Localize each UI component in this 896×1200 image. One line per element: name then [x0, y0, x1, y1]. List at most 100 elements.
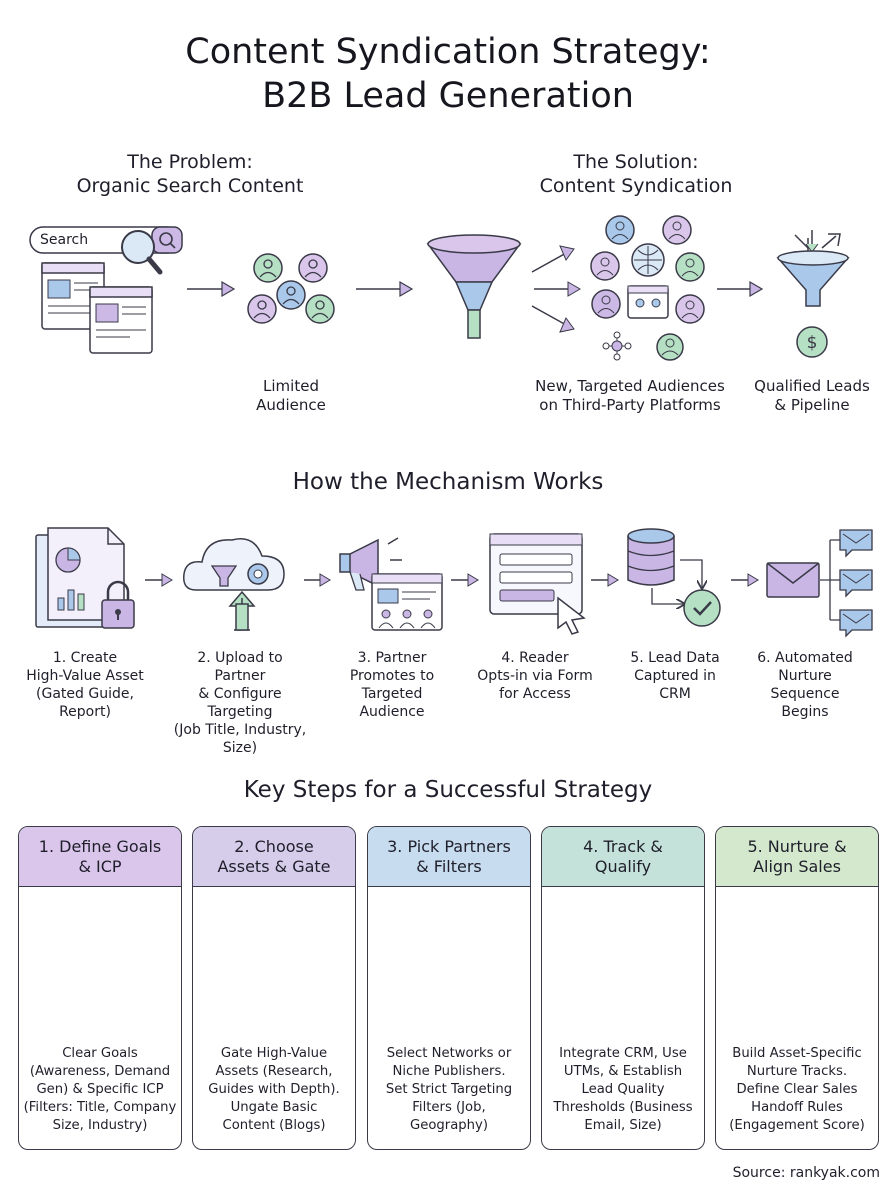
card-description-line: Set Strict Targeting: [385, 1082, 513, 1097]
mechanism-step-line: Sequence: [770, 686, 840, 702]
source-credit: Source: rankyak.com: [732, 1165, 880, 1181]
card-description-line: Gate High-Value: [220, 1046, 328, 1061]
checkmark-icon: [683, 589, 721, 627]
card-description-line: Lead Quality: [581, 1082, 665, 1097]
card-description-line: (Awareness, Demand: [29, 1064, 171, 1079]
mechanism-step-line: (Gated Guide,: [36, 686, 134, 702]
card-description: Select Networks or Niche Publishers. Set S…: [372, 1045, 526, 1135]
mechanism-step-line: 3. Partner: [357, 650, 427, 666]
page-title-line2: B2B Lead Generation: [262, 76, 634, 116]
problem-heading-line2: Organic Search Content: [76, 175, 304, 197]
card-description-line: Handoff Rules: [751, 1100, 843, 1115]
card-description-line: Nurture Tracks.: [746, 1064, 848, 1079]
limited-audience-line2: Audience: [256, 396, 326, 414]
svg-text:$: $: [807, 333, 818, 353]
diverging-arrows-icon: [531, 245, 581, 333]
card-title-line: Align Sales: [753, 857, 841, 876]
arrow-right-icon: [451, 573, 479, 587]
email-nurture-icon: [766, 529, 873, 638]
qualified-leads-line1: Qualified Leads: [754, 377, 870, 395]
mechanism-step-line: CRM: [659, 686, 691, 702]
card-title-line: Qualify: [594, 857, 652, 876]
mechanism-step-line: Opts-in via Form: [477, 668, 593, 684]
arrow-right-icon: [356, 280, 414, 298]
limited-audience-label: Limited Audience: [221, 377, 361, 415]
card-description-line: Thresholds (Business: [553, 1100, 693, 1115]
card-title-line: & ICP: [78, 857, 122, 876]
database-crm-icon: [627, 528, 702, 604]
problem-heading-line1: The Problem:: [127, 151, 253, 173]
mechanism-step-line: 1. Create: [52, 650, 118, 666]
cloud-upload-icon: [183, 538, 285, 631]
card-description-line: Filters (Job,: [412, 1100, 486, 1115]
qualified-leads-line2: & Pipeline: [774, 396, 850, 414]
card-description-line: (Engagement Score): [729, 1118, 865, 1133]
strategy-card-1: 1. Define Goals& ICP Clear Goals (Awarenes…: [18, 826, 182, 1150]
mechanism-step-line: Size): [222, 740, 258, 756]
mechanism-step-line: (Job Title, Industry,: [173, 722, 307, 738]
targeted-audience-network-icon: [590, 215, 705, 361]
card-description-line: (Filters: Title, Company: [23, 1100, 177, 1115]
card-description-line: Email, Size): [584, 1118, 662, 1133]
mechanism-step-line: for Access: [499, 686, 571, 702]
card-title-line: & Filters: [416, 857, 482, 876]
mechanism-step-line: Captured in: [634, 668, 716, 684]
card-title-line: 5. Nurture &: [747, 837, 847, 856]
dollar-icon: $: [796, 326, 828, 358]
magnifier-icon: [121, 230, 163, 275]
page-title-line1: Content Syndication Strategy:: [185, 32, 711, 72]
solution-heading-line2: Content Syndication: [539, 175, 733, 197]
card-description-line: Gen) & Specific ICP: [36, 1082, 164, 1097]
arrow-right-icon: [717, 280, 764, 298]
card-description-line: Select Networks or: [386, 1046, 512, 1061]
mechanism-step-line: High-Value Asset: [26, 668, 144, 684]
mechanism-step-line: Targeted: [361, 686, 423, 702]
mechanism-step-line: Nurture: [778, 668, 832, 684]
card-header: 3. Pick Partners& Filters: [368, 827, 530, 887]
card-description-line: Content (Blogs): [222, 1118, 326, 1133]
problem-heading: The Problem: Organic Search Content: [40, 150, 340, 198]
card-title-line: 1. Define Goals: [38, 837, 162, 856]
browser-window-icon: [89, 286, 153, 354]
targeted-audiences-line2: on Third-Party Platforms: [539, 396, 721, 414]
card-title-line: Assets & Gate: [217, 857, 331, 876]
solution-heading: The Solution: Content Syndication: [500, 150, 772, 198]
arrow-right-icon: [591, 573, 619, 587]
mechanism-step-line: 6. Automated: [757, 650, 853, 666]
solution-heading-line1: The Solution:: [573, 151, 699, 173]
mechanism-step-line: 4. Reader: [501, 650, 569, 666]
arrow-right-icon: [145, 573, 173, 587]
mechanism-step-line: Promotes to: [349, 668, 435, 684]
funnel-icon: [426, 234, 522, 339]
card-title-line: 2. Choose: [234, 837, 314, 856]
card-description-line: Integrate CRM, Use: [559, 1046, 687, 1061]
card-header: 5. Nurture &Align Sales: [716, 827, 878, 887]
mechanism-step-line: 2. Upload to Partner: [197, 650, 283, 684]
arrow-right-icon: [304, 573, 331, 587]
card-description-line: Build Asset-Specific: [732, 1046, 862, 1061]
card-title-line: 4. Track &: [583, 837, 663, 856]
people-group-icon: [247, 253, 335, 324]
card-description-line: Geography): [410, 1118, 488, 1133]
mechanism-step-line: Audience: [359, 704, 425, 720]
card-description-line: Assets (Research,: [215, 1064, 333, 1079]
card-description-line: Clear Goals: [62, 1046, 138, 1061]
card-description-line: Niche Publishers.: [392, 1064, 506, 1079]
megaphone-promotion-icon: [339, 537, 443, 631]
qualified-leads-funnel-icon: [776, 230, 850, 307]
card-description-line: Guides with Depth).: [208, 1082, 340, 1097]
